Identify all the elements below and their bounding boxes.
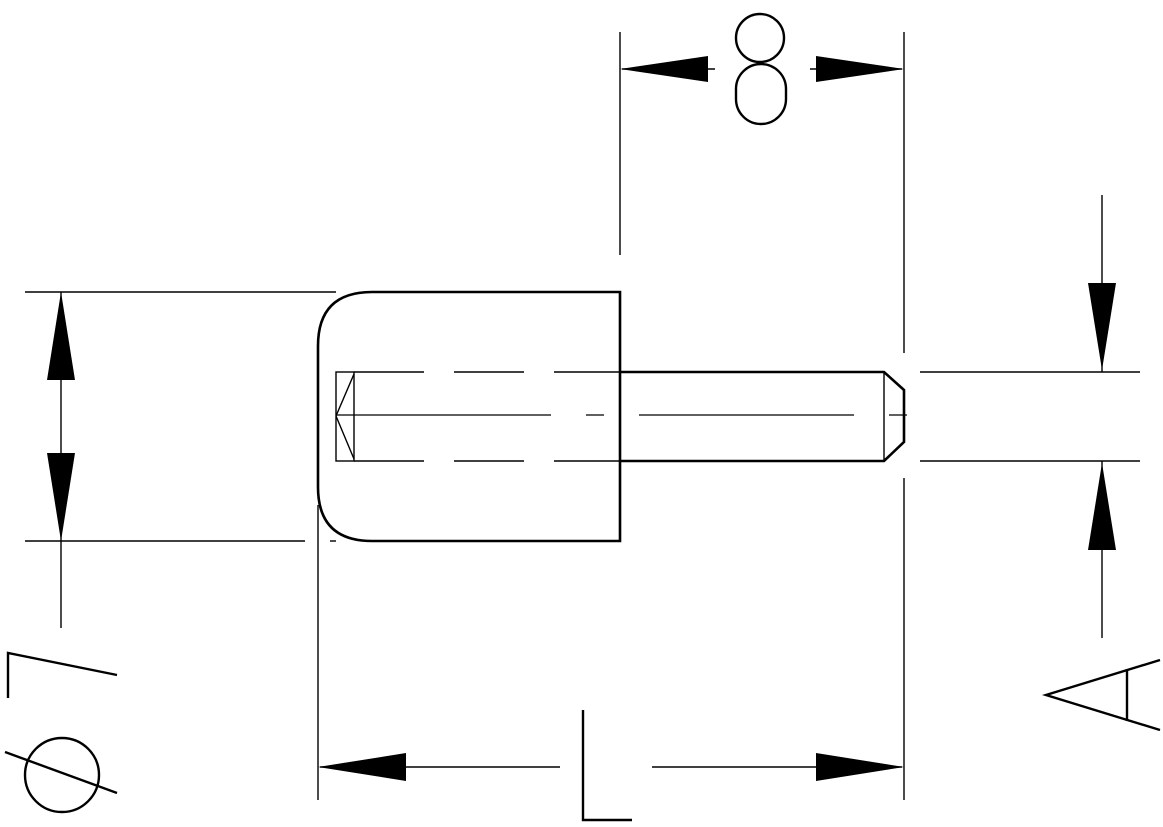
dimension-arrow-right xyxy=(816,56,904,82)
dimension-label-8: 8 xyxy=(734,12,788,126)
dimension-arrow-up xyxy=(1088,463,1116,550)
threaded-shank-outline xyxy=(620,370,906,463)
hidden-lines xyxy=(354,371,620,462)
dimension-thread-length: 8 xyxy=(620,12,904,126)
dimension-label-dia7: ⌀7 xyxy=(4,651,118,814)
dimension-label-A: A xyxy=(1041,658,1161,732)
dimension-arrow-up xyxy=(47,292,75,380)
dimension-arrow-right xyxy=(816,753,904,781)
dimension-arrow-down xyxy=(47,453,75,541)
dimension-arrow-left xyxy=(318,753,406,781)
dimension-head-diameter: ⌀7 xyxy=(4,292,118,814)
screw-head-outline xyxy=(316,290,622,543)
hex-socket-hidden xyxy=(335,371,355,462)
extension-lines xyxy=(25,32,1140,800)
dimension-arrow-down xyxy=(1088,283,1116,370)
dimension-thread-diameter: A xyxy=(1041,195,1161,732)
dimension-arrow-left xyxy=(620,56,708,82)
dimension-shank-length: L xyxy=(318,710,904,822)
dimension-label-L: L xyxy=(581,710,632,822)
